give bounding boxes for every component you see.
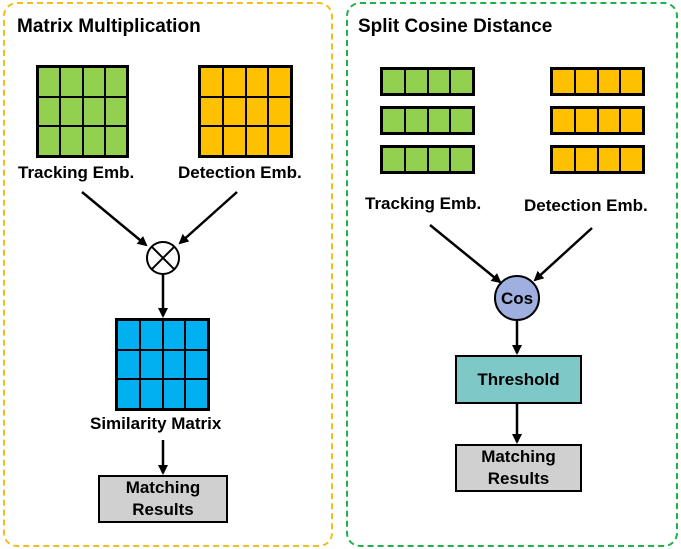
tracking-embedding-matrix: [36, 65, 129, 158]
matrix-cell: [574, 108, 598, 133]
matrix-cell: [82, 96, 105, 127]
detection-embedding-row: [550, 106, 645, 135]
matrix-cell: [117, 320, 140, 350]
detection-emb-label: Detection Emb.: [524, 196, 648, 215]
matching-results-box: Matching Results: [455, 444, 582, 492]
matrix-cell: [104, 96, 127, 127]
matrix-cell: [104, 126, 127, 156]
matrix-cell: [597, 108, 621, 133]
matrix-cell: [450, 147, 473, 172]
matrix-cell: [620, 108, 643, 133]
matrix-cell: [200, 126, 223, 156]
matrix-multiplication-title: Matrix Multiplication: [17, 16, 201, 37]
tracking-embedding-row: [380, 67, 475, 96]
split-cosine-distance-panel: [346, 2, 678, 547]
matrix-cell: [245, 67, 269, 97]
matrix-cell: [268, 126, 291, 156]
matrix-cell: [245, 96, 269, 127]
matrix-cell: [597, 69, 621, 94]
matrix-cell: [139, 349, 163, 380]
matrix-cell: [382, 69, 405, 94]
matrix-cell: [162, 379, 186, 409]
tracking-emb-label: Tracking Emb.: [18, 163, 135, 182]
arrow-tracking-to-multiply: [81, 191, 148, 247]
matrix-cell: [450, 108, 473, 133]
matrix-cell: [427, 69, 451, 94]
matrix-cell: [552, 69, 575, 94]
tracking-emb-label: Tracking Emb.: [365, 194, 482, 213]
arrow-tracking-to-cos: [429, 224, 502, 284]
detection-embedding-matrix: [198, 65, 293, 158]
tracking-embedding-row: [380, 145, 475, 174]
matrix-cell: [38, 126, 61, 156]
matching-results-line2: Results: [487, 469, 550, 488]
matrix-cell: [404, 147, 428, 172]
matrix-cell: [427, 108, 451, 133]
matrix-cell: [117, 379, 140, 409]
matrix-cell: [427, 147, 451, 172]
matrix-cell: [117, 349, 140, 380]
detection-embedding-row: [550, 145, 645, 174]
matrix-cell: [222, 96, 246, 127]
matrix-cell: [185, 349, 208, 380]
matrix-cell: [82, 126, 105, 156]
matrix-cell: [38, 67, 61, 97]
matrix-multiplication-panel: [3, 2, 333, 547]
matrix-cell: [620, 147, 643, 172]
similarity-matrix: [115, 318, 210, 411]
matrix-cell: [185, 379, 208, 409]
matching-results-line2: Results: [132, 500, 194, 519]
matrix-cell: [162, 320, 186, 350]
tracking-embedding-row: [380, 106, 475, 135]
matrix-cell: [139, 320, 163, 350]
matrix-cell: [382, 108, 405, 133]
matrix-cell: [162, 349, 186, 380]
matrix-cell: [450, 69, 473, 94]
multiply-icon: [146, 241, 180, 275]
arrow-detection-to-cos: [533, 227, 593, 282]
matching-results-line1: Matching: [481, 447, 556, 466]
split-cosine-distance-title: Split Cosine Distance: [358, 16, 553, 37]
matrix-cell: [185, 320, 208, 350]
matrix-cell: [268, 96, 291, 127]
cos-node: Cos: [494, 275, 540, 321]
detection-emb-label: Detection Emb.: [178, 163, 302, 182]
matrix-cell: [574, 69, 598, 94]
threshold-label: Threshold: [477, 369, 560, 389]
matrix-cell: [574, 147, 598, 172]
matrix-cell: [222, 126, 246, 156]
matrix-cell: [82, 67, 105, 97]
matrix-cell: [597, 147, 621, 172]
matrix-cell: [552, 147, 575, 172]
arrow-detection-to-multiply: [178, 191, 238, 245]
matching-results-box: Matching Results: [98, 475, 228, 523]
similarity-matrix-label: Similarity Matrix: [90, 414, 222, 433]
matrix-cell: [404, 69, 428, 94]
matrix-cell: [60, 67, 83, 97]
matrix-cell: [268, 67, 291, 97]
matrix-cell: [200, 96, 223, 127]
matching-results-line1: Matching: [125, 478, 201, 497]
matrix-cell: [60, 96, 83, 127]
matrix-cell: [200, 67, 223, 97]
matrix-cell: [222, 67, 246, 97]
detection-embedding-row: [550, 67, 645, 96]
matrix-cell: [404, 108, 428, 133]
threshold-box: Threshold: [455, 355, 582, 404]
matrix-cell: [382, 147, 405, 172]
matrix-cell: [620, 69, 643, 94]
matrix-cell: [552, 108, 575, 133]
matrix-cell: [245, 126, 269, 156]
cos-label: Cos: [501, 289, 533, 308]
matrix-cell: [104, 67, 127, 97]
matrix-cell: [139, 379, 163, 409]
matrix-cell: [38, 96, 61, 127]
matrix-cell: [60, 126, 83, 156]
